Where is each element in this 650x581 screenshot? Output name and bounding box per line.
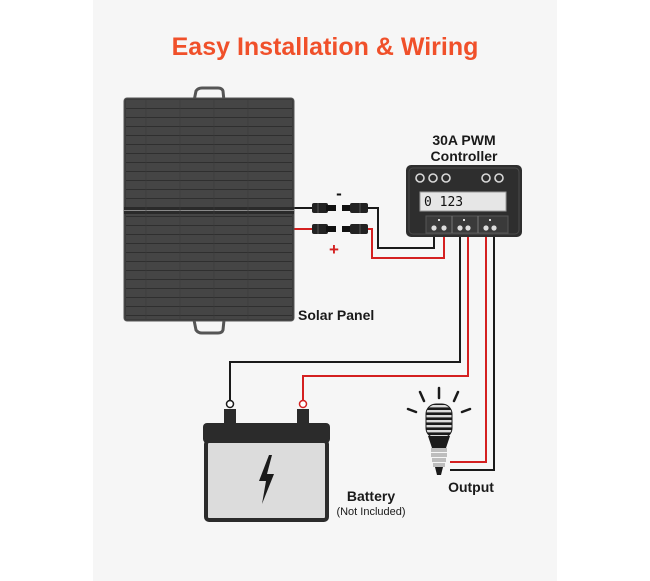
pwm-controller	[406, 165, 522, 237]
battery-negative-ring	[225, 399, 235, 409]
battery	[203, 399, 330, 522]
controller-label-line2: Controller	[431, 148, 498, 164]
solar-panel-label: Solar Panel	[298, 307, 374, 323]
solar-positive-wire-controller	[368, 228, 445, 259]
indicator-led-2	[428, 173, 438, 183]
button-1	[481, 173, 491, 183]
battery-negative-post	[224, 409, 236, 425]
battery-label: Battery	[347, 488, 395, 504]
load-positive-wire	[450, 230, 487, 463]
controller-label-line1: 30A PWM	[432, 132, 495, 148]
lightning-bolt-icon	[259, 455, 274, 504]
battery-positive-post	[297, 409, 309, 425]
battery-positive-wire	[302, 230, 469, 400]
mc4-connectors	[312, 203, 368, 234]
terminal-solar-negative	[431, 225, 437, 231]
mc4-positive-connector	[312, 224, 368, 234]
wires	[229, 207, 495, 471]
solar-negative-wire-controller	[368, 207, 435, 249]
light-bulb	[406, 386, 472, 475]
output-label: Output	[448, 479, 494, 495]
load-negative-wire	[450, 230, 495, 471]
solar-panel	[123, 86, 295, 335]
battery-negative-wire	[229, 230, 461, 400]
panel-top-handle	[192, 86, 226, 102]
indicator-led-3	[441, 173, 451, 183]
page-title: Easy Installation & Wiring	[172, 33, 479, 61]
bulb-rays	[406, 386, 472, 414]
terminal-battery-positive	[465, 225, 471, 231]
terminal-load-positive	[483, 225, 489, 231]
positive-sign: +	[329, 240, 339, 259]
button-2	[494, 173, 504, 183]
terminal-load-negative	[491, 225, 497, 231]
indicator-led-1	[415, 173, 425, 183]
battery-positive-ring	[298, 399, 308, 409]
terminal-solar-positive	[441, 225, 447, 231]
battery-note: (Not Included)	[336, 506, 405, 518]
terminal-battery-negative	[457, 225, 463, 231]
lcd-reading: 0 123	[424, 195, 463, 210]
panel-bottom-handle	[192, 319, 226, 335]
mc4-negative-connector	[312, 203, 368, 213]
lcd-screen	[419, 191, 507, 212]
negative-sign: -	[336, 184, 342, 203]
